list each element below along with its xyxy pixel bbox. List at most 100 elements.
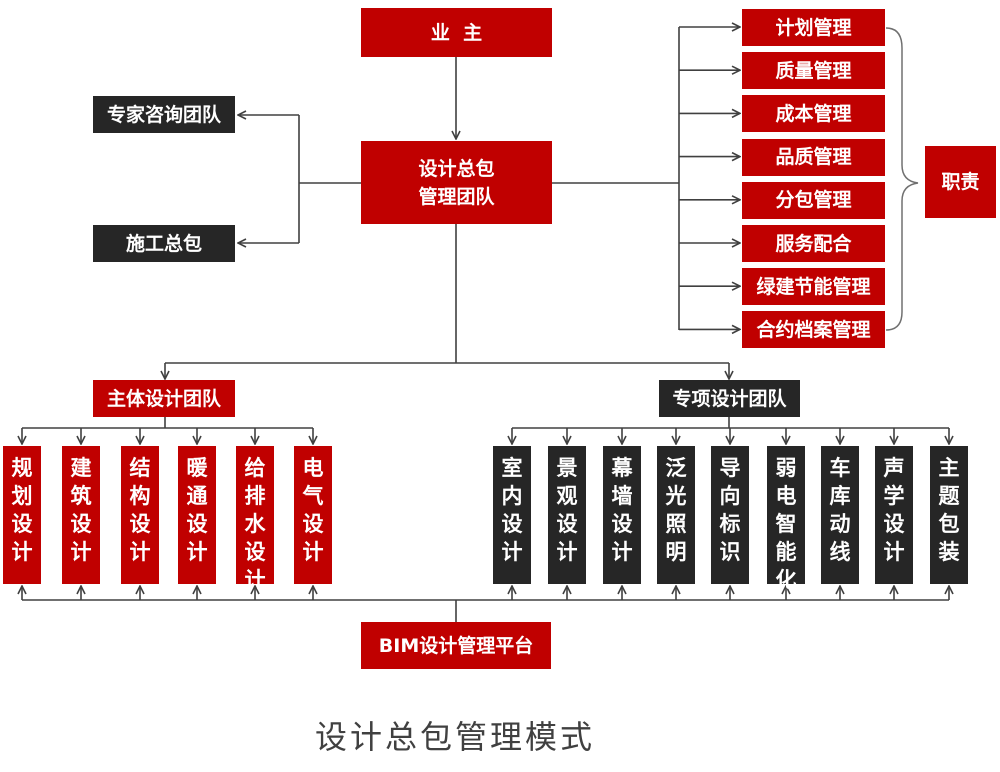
duty-item-label: 合约档案管理 [756,318,871,341]
main-design-team-label: 主体设计团队 [106,387,221,410]
discipline-char: 计 [556,540,578,564]
discipline-char: 电 [775,484,797,508]
discipline-char: 划 [11,484,33,508]
discipline-char: 墙 [611,484,633,508]
duty-item: 合约档案管理 [742,311,885,349]
discipline-box: 给排水设计 [236,446,274,592]
discipline-char: 设 [501,512,523,536]
discipline-char: 设 [302,512,324,536]
discipline-char: 计 [11,540,33,564]
discipline-char: 设 [244,540,266,564]
discipline-char: 幕 [611,456,633,480]
main-design-team-box: 主体设计团队 [93,380,235,417]
discipline-char: 结 [129,456,151,480]
expert-team-label: 专家咨询团队 [106,103,221,126]
discipline-char: 明 [665,540,687,564]
discipline-box: 泛光照明 [657,446,695,584]
expert-team-box: 专家咨询团队 [93,96,235,133]
discipline-box: 导向标识 [711,446,749,584]
discipline-char: 学 [883,484,905,508]
discipline-char: 计 [611,540,633,564]
duty-item: 质量管理 [742,52,885,90]
discipline-char: 库 [829,484,851,508]
discipline-box: 建筑设计 [62,446,100,584]
discipline-char: 车 [829,456,851,480]
duties-box: 职责 [925,146,996,218]
discipline-box: 暖通设计 [178,446,216,584]
special-design-team-label: 专项设计团队 [672,387,787,410]
construction-contractor-box: 施工总包 [93,225,235,262]
discipline-char: 能 [775,540,797,564]
discipline-char: 照 [665,512,687,536]
duty-item: 绿建节能管理 [742,268,885,306]
diagram-caption: 设计总包管理模式 [314,718,595,756]
discipline-char: 计 [244,568,266,592]
discipline-char: 设 [11,512,33,536]
duty-item-label: 服务配合 [775,232,852,255]
discipline-char: 构 [129,484,151,508]
duty-item: 计划管理 [742,9,885,46]
discipline-char: 弱 [775,456,797,480]
duty-item-label: 品质管理 [775,146,852,169]
discipline-box: 声学设计 [875,446,913,584]
discipline-char: 室 [501,456,523,480]
bim-platform-label: BIM设计管理平台 [378,634,534,657]
discipline-char: 智 [775,512,797,536]
discipline-char: 内 [501,484,523,508]
discipline-char: 化 [775,568,797,592]
discipline-char: 识 [719,540,741,564]
discipline-char: 规 [11,456,33,480]
discipline-char: 建 [70,456,92,480]
discipline-box: 幕墙设计 [603,446,641,584]
duty-item-label: 质量管理 [775,59,852,82]
discipline-char: 光 [665,484,687,508]
discipline-char: 计 [501,540,523,564]
discipline-char: 计 [186,540,208,564]
discipline-char: 设 [70,512,92,536]
duty-item-label: 绿建节能管理 [756,275,871,298]
discipline-char: 计 [129,540,151,564]
core-team-line-1: 设计总包 [418,157,495,180]
discipline-char: 计 [70,540,92,564]
duties-label: 职责 [941,171,980,193]
discipline-char: 设 [129,512,151,536]
discipline-char: 设 [556,512,578,536]
discipline-char: 动 [829,512,851,536]
duty-item: 品质管理 [742,138,885,176]
duty-item-label: 分包管理 [775,189,852,212]
discipline-char: 声 [883,456,905,480]
discipline-char: 排 [244,484,266,508]
discipline-box: 景观设计 [548,446,586,584]
discipline-char: 线 [829,540,851,564]
discipline-char: 水 [244,512,266,536]
discipline-char: 计 [883,540,905,564]
discipline-char: 景 [556,456,578,480]
duty-item: 服务配合 [742,225,885,262]
bim-platform-box: BIM设计管理平台 [361,622,551,669]
discipline-char: 筑 [70,484,92,508]
core-team-box: 设计总包 管理团队 [361,141,552,224]
discipline-char: 设 [611,512,633,536]
discipline-box: 电气设计 [294,446,332,584]
discipline-box: 车库动线 [821,446,859,584]
discipline-char: 泛 [665,456,687,480]
discipline-char: 给 [244,456,266,480]
owner-label: 业 主 [430,21,483,44]
discipline-box: 结构设计 [121,446,159,584]
discipline-char: 包 [938,512,960,536]
discipline-char: 题 [938,484,960,508]
duty-item: 分包管理 [742,181,885,219]
duty-item-label: 计划管理 [775,16,852,39]
discipline-char: 主 [938,456,960,480]
special-design-team-box: 专项设计团队 [659,380,800,417]
discipline-char: 电 [302,456,324,480]
duty-item: 成本管理 [742,95,885,133]
discipline-box: 主题包装 [930,446,968,584]
discipline-box: 规划设计 [3,446,41,584]
owner-box: 业 主 [361,8,552,57]
discipline-char: 设 [186,512,208,536]
discipline-box: 弱电智能化 [767,446,805,592]
construction-contractor-label: 施工总包 [125,232,202,255]
discipline-char: 装 [938,540,960,564]
